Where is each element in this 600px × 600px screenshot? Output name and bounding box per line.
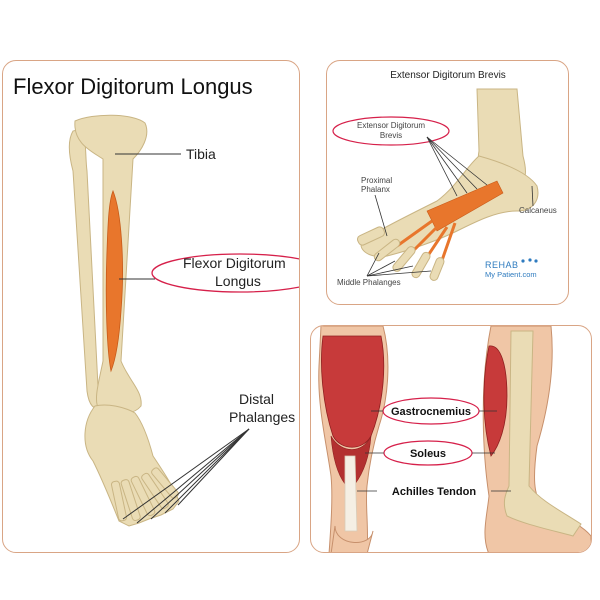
soleus-label: Soleus [410,448,446,460]
gastrocnemius-muscle [321,335,385,448]
edb-title: Extensor Digitorum Brevis [390,70,506,81]
edb-leader-lines [426,136,488,197]
heel [330,525,374,552]
fdl-illustration: Flexor Digitorum Longus Tibia Flexor Dig… [13,74,299,527]
calf-illustration: Gastrocnemius Soleus Achilles Tendon [318,326,591,552]
distal-label-line1: Distal [239,391,274,407]
edb-panel: Extensor Digitorum Brevis Extensor Digit… [326,60,569,305]
fibula-bone [68,128,100,409]
middle-phalanges-label: Middle Phalanges [337,278,401,287]
achilles-tendon [344,455,358,532]
proximal-label-line1: Proximal [361,176,392,185]
lateral-leg-bones [503,330,582,537]
edb-label-line1: Extensor Digitorum [357,121,425,130]
fdl-panel: Flexor Digitorum Longus Tibia Flexor Dig… [2,60,300,553]
logo-line1: REHAB [485,260,519,270]
logo-figure-icon [521,258,538,263]
calcaneus-label: Calcaneus [519,206,557,215]
edb-label-line2: Brevis [380,131,402,140]
logo-line2: My Patient.com [485,270,537,279]
edb-muscle [426,180,504,232]
distal-leader-lines [122,428,250,524]
distal-label-line2: Phalanges [229,409,295,425]
gastrocnemius-label: Gastrocnemius [391,406,471,418]
toe-bones [110,467,179,522]
fdl-label-line2: Longus [215,273,261,289]
edb-highlight-ellipse [332,116,450,146]
edb-tendons [396,219,457,270]
proximal-label-line2: Phalanx [361,185,390,194]
proximal-leader-line [374,194,388,237]
calf-panel: Gastrocnemius Soleus Achilles Tendon [310,325,592,553]
lateral-calf-muscle [483,345,508,457]
achilles-label: Achilles Tendon [392,486,476,498]
tibia-label: Tibia [186,146,216,162]
middle-leader-lines [366,252,432,277]
calcaneus-leader-line [531,185,534,207]
edb-illustration: Extensor Digitorum Brevis Extensor Digit… [332,70,557,287]
fdl-muscle [105,189,123,373]
fdl-title: Flexor Digitorum Longus [13,74,253,99]
edb-toe-bones [357,226,445,281]
fdl-label-line1: Flexor Digitorum [183,255,286,271]
fdl-highlight-ellipse [151,253,299,293]
